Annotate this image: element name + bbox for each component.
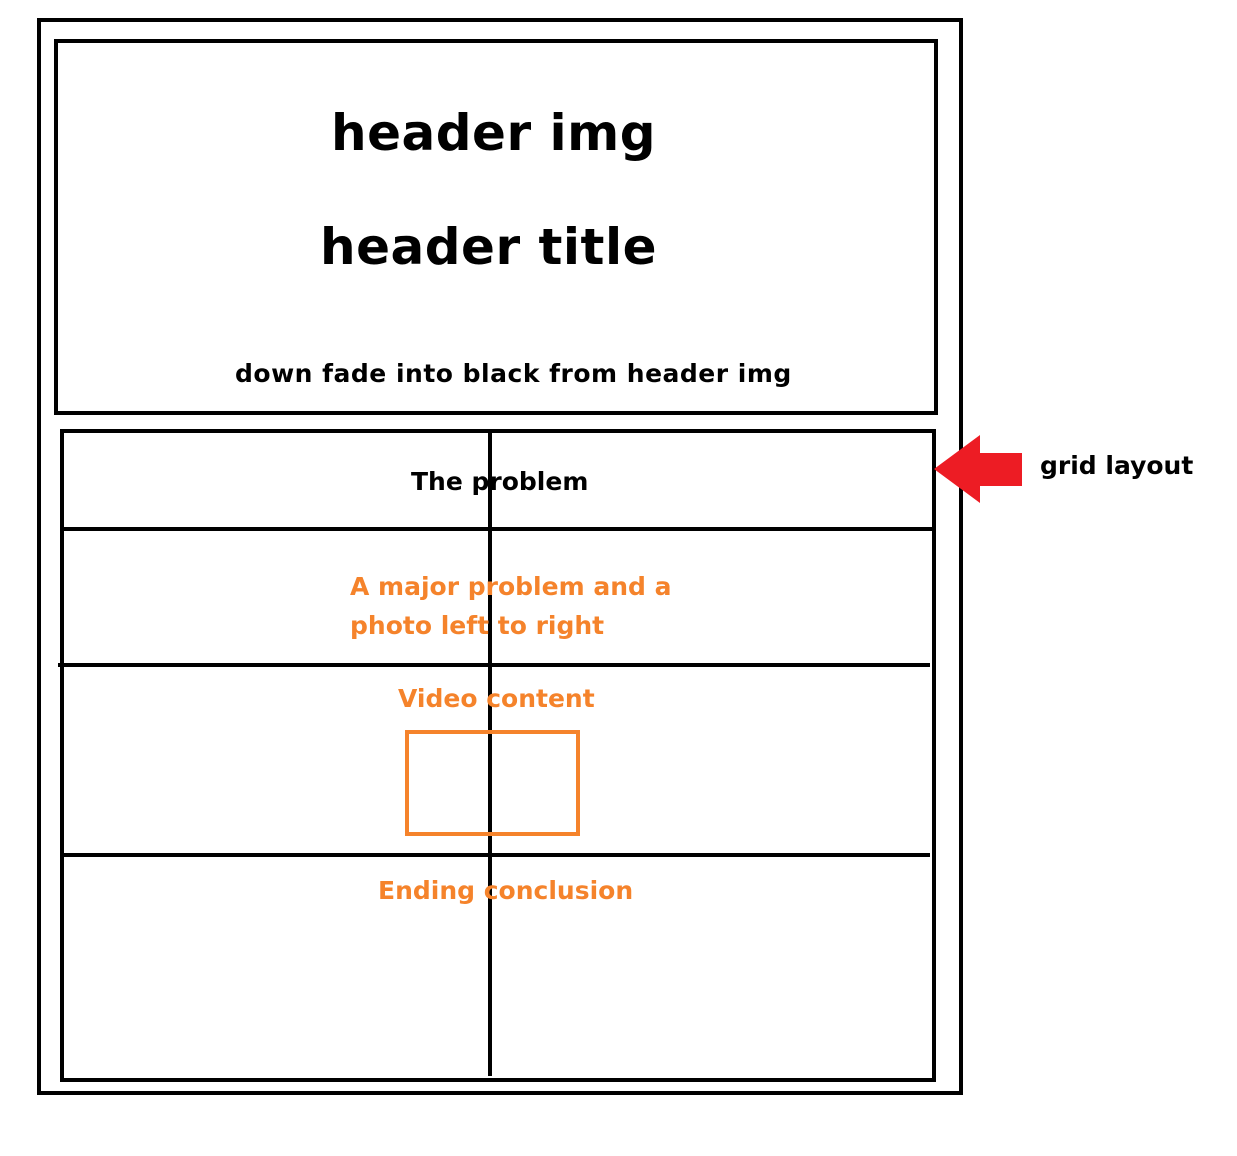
red-arrow-icon [934,435,1022,503]
header-title-label: header title [320,218,658,276]
video-content-label: Video content [398,684,595,713]
major-problem-line-1: A major problem and a [350,572,672,601]
header-img-label: header img [331,104,657,162]
grid-layout-annotation: grid layout [1040,451,1194,480]
grid-layout-section [60,429,936,1082]
grid-row-divider-3 [62,853,930,857]
video-placeholder [405,730,580,836]
ending-conclusion-label: Ending conclusion [378,876,634,905]
header-fade-note: down fade into black from header img [235,359,792,388]
grid-row-divider-2 [58,663,930,667]
header-section [54,39,938,415]
page-frame [37,18,963,1095]
grid-row-divider-1 [62,527,934,531]
major-problem-line-2: photo left to right [350,611,605,640]
problem-heading: The problem [411,467,589,496]
grid-center-divider [488,431,492,1076]
